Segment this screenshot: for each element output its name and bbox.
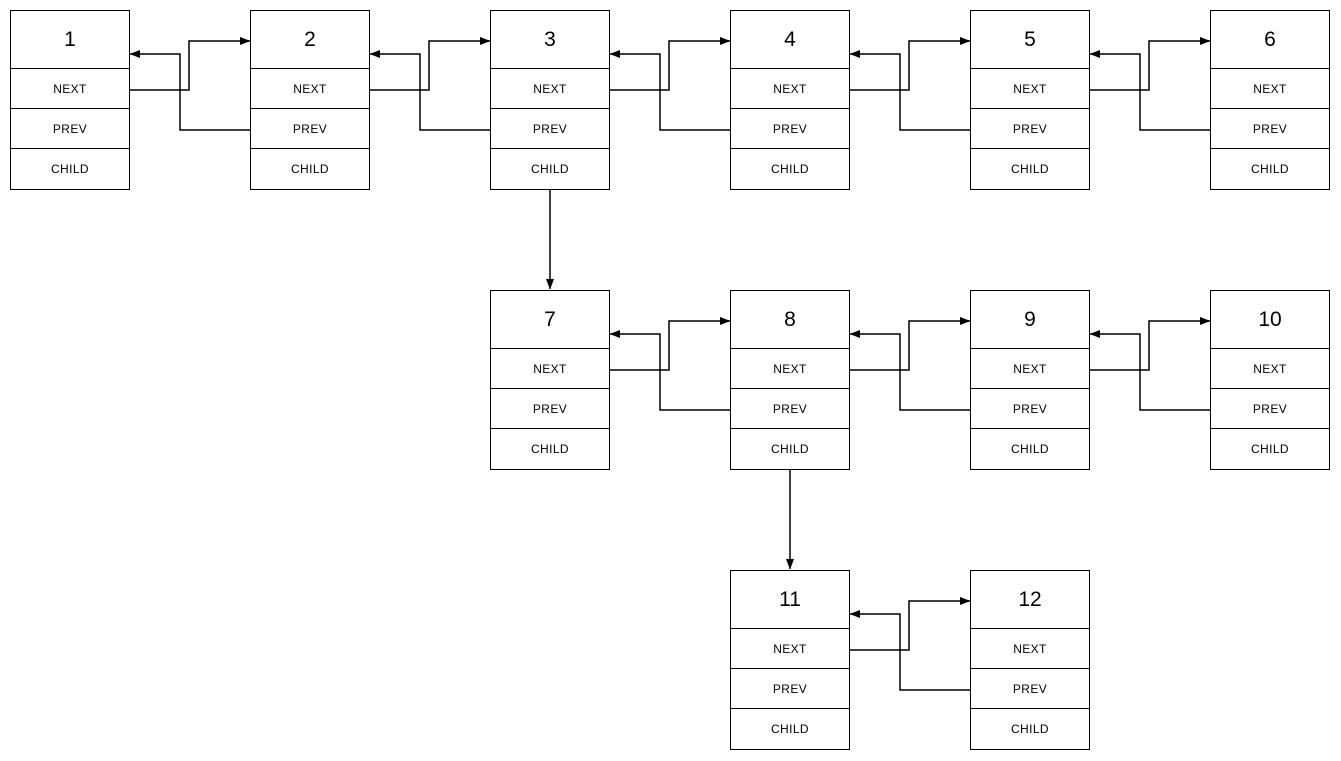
node-field-child: CHILD [971,148,1089,189]
node-value: 8 [784,307,796,331]
node-field-next: NEXT [251,68,369,108]
link-arrows [129,37,1211,691]
node-field-next: NEXT [1211,68,1329,108]
node-field-prev: PREV [731,668,849,708]
prev-link-4-to-3 [609,50,730,131]
prev-link-6-to-5 [1089,50,1210,131]
node-field-child: CHILD [11,148,129,189]
node-value: 6 [1264,27,1276,51]
node-field-next: NEXT [971,348,1089,388]
node-field-prev: PREV [971,668,1089,708]
node-field-next: NEXT [491,68,609,108]
node-field-child: CHILD [971,428,1089,469]
node-field-child: CHILD [1211,148,1329,189]
node-field-prev: PREV [731,388,849,428]
node-field-prev: PREV [1211,108,1329,148]
node-field-child: CHILD [491,428,609,469]
node-field-next: NEXT [971,628,1089,668]
next-link-5-to-6 [1090,37,1211,91]
node-value: 3 [544,27,556,51]
node-value: 4 [784,27,796,51]
node-value: 1 [64,27,76,51]
node-field-next: NEXT [731,68,849,108]
next-link-4-to-5 [850,37,971,91]
next-link-9-to-10 [1090,317,1211,371]
node-field-prev: PREV [251,108,369,148]
node-value: 9 [1024,307,1036,331]
next-link-1-to-2 [130,37,251,91]
node-field-prev: PREV [11,108,129,148]
node-field-prev: PREV [971,388,1089,428]
next-link-8-to-9 [850,317,971,371]
next-link-3-to-4 [610,37,731,91]
node-field-next: NEXT [731,348,849,388]
node-field-prev: PREV [731,108,849,148]
node-value: 7 [544,307,556,331]
next-link-11-to-12 [850,597,971,651]
prev-link-5-to-4 [849,50,970,131]
node-field-prev: PREV [1211,388,1329,428]
node-field-child: CHILD [971,708,1089,749]
node-field-child: CHILD [731,148,849,189]
node-field-child: CHILD [1211,428,1329,469]
prev-link-8-to-7 [609,330,730,411]
node-value: 2 [304,27,316,51]
node-value: 10 [1258,307,1282,331]
prev-link-9-to-8 [849,330,970,411]
node-field-child: CHILD [491,148,609,189]
node-field-next: NEXT [491,348,609,388]
node-value: 11 [779,587,801,611]
prev-link-2-to-1 [129,50,250,131]
node-field-child: CHILD [731,708,849,749]
prev-link-3-to-2 [369,50,490,131]
node-field-child: CHILD [251,148,369,189]
node-field-next: NEXT [1211,348,1329,388]
node-field-prev: PREV [491,108,609,148]
node-field-next: NEXT [971,68,1089,108]
prev-link-10-to-9 [1089,330,1210,411]
prev-link-12-to-11 [849,610,970,691]
node-field-child: CHILD [731,428,849,469]
node-field-prev: PREV [971,108,1089,148]
node-field-next: NEXT [731,628,849,668]
node-field-prev: PREV [491,388,609,428]
next-link-2-to-3 [370,37,491,91]
node-value: 12 [1018,587,1042,611]
node-field-next: NEXT [11,68,129,108]
node-value: 5 [1024,27,1036,51]
next-link-7-to-8 [610,317,731,371]
